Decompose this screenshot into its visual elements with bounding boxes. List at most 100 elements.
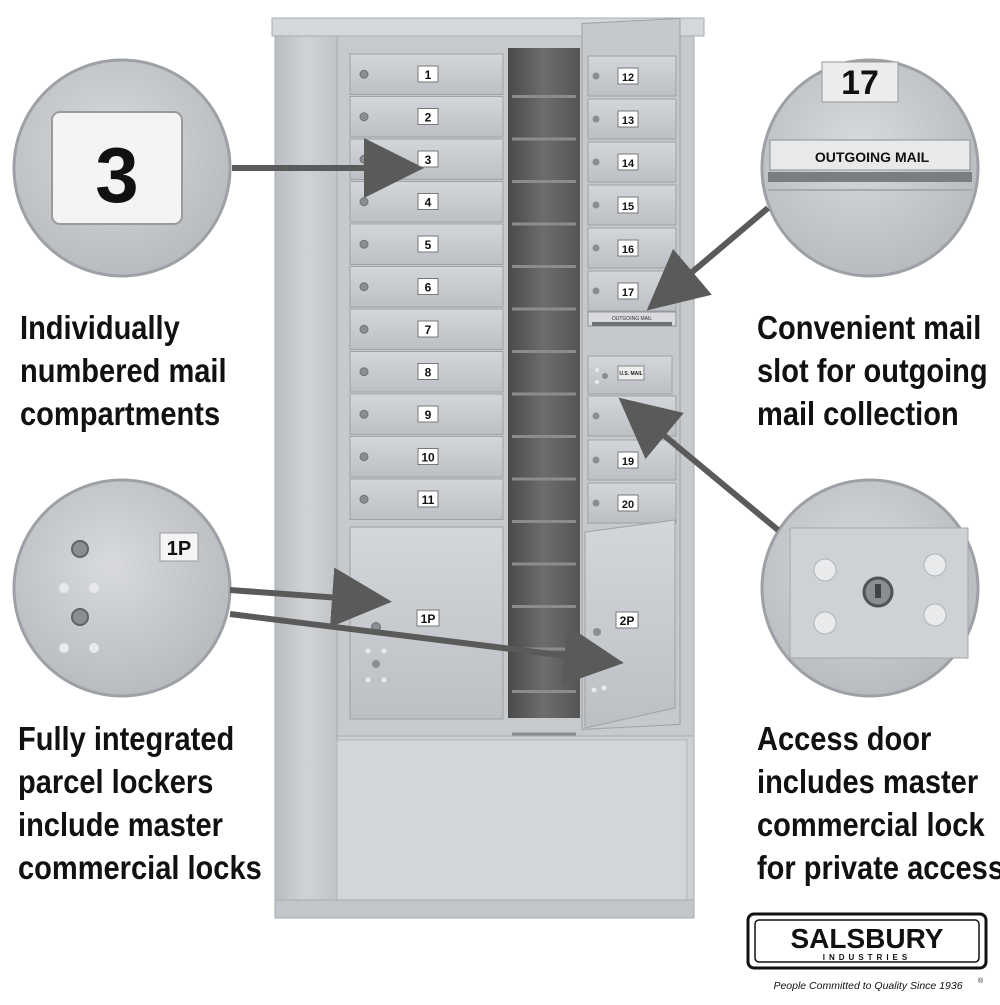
lock-icon [359,69,369,79]
callout-line: slot for outgoing [757,352,988,389]
mail-door[interactable]: 10 [349,436,504,478]
parcel-locker-1p[interactable]: 1P [349,526,504,720]
lock-icon [592,244,600,252]
door-number: 16 [622,244,634,256]
callout-line: commercial lock [757,806,985,843]
mail-door[interactable]: 11 [349,478,504,520]
door-number: 7 [425,323,432,337]
lock-icon [359,409,369,419]
lock-icon [592,412,600,420]
door-number: 5 [425,238,432,252]
salsbury-logo: SALSBURY INDUSTRIES People Committed to … [746,912,988,992]
lock-icon [372,660,380,668]
mail-door[interactable]: 6 [349,266,504,308]
door-number: 13 [622,115,634,127]
callout-line: includes master [757,763,979,800]
zoom-inset-parcel-lock: 1P [12,478,232,698]
mail-door[interactable] [587,395,677,437]
lock-icon [359,367,369,377]
parcel-locker-2p[interactable]: 2P [584,519,676,729]
zoom-inset-access-lock [760,478,980,698]
callout-arrows [229,138,780,686]
lock-icon [359,324,369,334]
outgoing-mail-slot[interactable]: OUTGOING MAIL [587,311,677,327]
callout-access-door: Access door includes master commercial l… [757,717,1000,889]
lock-icon [593,628,601,636]
outgoing-mail-slot-label: OUTGOING MAIL [612,316,653,322]
arrow-to-access-panel [618,397,780,533]
mail-door[interactable]: 5 [349,223,504,265]
door-number: 15 [622,201,634,213]
cabinet-plinth [274,899,695,919]
lock-icon [592,456,600,464]
door-number: 6 [425,281,432,295]
door-number: 14 [622,158,635,170]
mail-door[interactable]: 13 [587,98,677,140]
door-number: 19 [622,456,634,468]
callout-line: numbered mail [20,352,227,389]
lock-icon [359,112,369,122]
callout-line: Access door [757,720,932,757]
door-number: 4 [425,196,432,210]
cabinet-side [274,35,338,917]
callout-line: parcel lockers [18,763,214,800]
callout-line: mail collection [757,395,959,432]
callout-line: include master [18,806,223,843]
callout-line: Fully integrated [18,720,235,757]
base-panel [336,739,688,901]
mail-door[interactable]: 9 [349,393,504,435]
lock-icon [359,154,369,164]
open-interior [508,48,580,718]
mail-door[interactable]: 4 [349,181,504,223]
door-number: 20 [622,499,634,511]
zoom-inset-outgoing-slot: 17 OUTGOING MAIL [760,58,980,278]
callout-line: for private access [757,849,1000,886]
lock-icon [592,499,600,507]
mail-door[interactable]: 2 [349,96,504,138]
access-panel[interactable]: U.S. MAIL [587,355,673,395]
lock-icon [359,282,369,292]
brand-name: SALSBURY [791,923,944,954]
inset-number-17: 17 [841,64,879,102]
mail-door[interactable]: 3 [349,138,504,180]
right-door-column: 12 13 14 15 16 17 19 20 [587,55,677,524]
door-number: 17 [622,287,634,299]
mail-door[interactable]: 17 [587,270,677,312]
arrow-to-parcel-2p [229,611,624,686]
door-number: 12 [622,72,634,84]
lock-icon [71,540,89,558]
callout-line: Individually [20,309,180,346]
callout-line: compartments [20,395,221,432]
arrow-to-outgoing-slot [646,205,770,311]
lock-icon [592,158,600,166]
mail-door[interactable]: 7 [349,308,504,350]
lock-icon [71,608,89,626]
mail-door[interactable]: 12 [587,55,677,97]
mail-door[interactable]: 14 [587,141,677,183]
interior-shelves [512,95,576,736]
lock-icon [592,287,600,295]
inset-number-3: 3 [95,131,138,219]
lock-icon [359,452,369,462]
door-number: 1 [425,68,432,82]
lock-icon [592,115,600,123]
mail-door[interactable]: 19 [587,439,677,481]
arrow-to-parcel-1p [229,567,392,628]
mail-door[interactable]: 16 [587,227,677,269]
mail-door[interactable]: 8 [349,351,504,393]
mail-door[interactable]: 1 [349,53,504,95]
brand-sub: INDUSTRIES [823,953,911,962]
lock-icon [592,201,600,209]
mail-door[interactable]: 15 [587,184,677,226]
callout-outgoing-slot: Convenient mail slot for outgoing mail c… [757,306,988,435]
door-number: 3 [425,153,432,167]
callout-numbered-compartments: Individually numbered mail compartments [20,306,227,435]
door-number: 2 [425,111,432,125]
trademark-symbol: ® [978,977,984,985]
mail-door[interactable]: 20 [587,482,677,524]
callout-line: commercial locks [18,849,262,886]
lock-icon [359,239,369,249]
parcel-2p-label: 2P [620,614,635,628]
